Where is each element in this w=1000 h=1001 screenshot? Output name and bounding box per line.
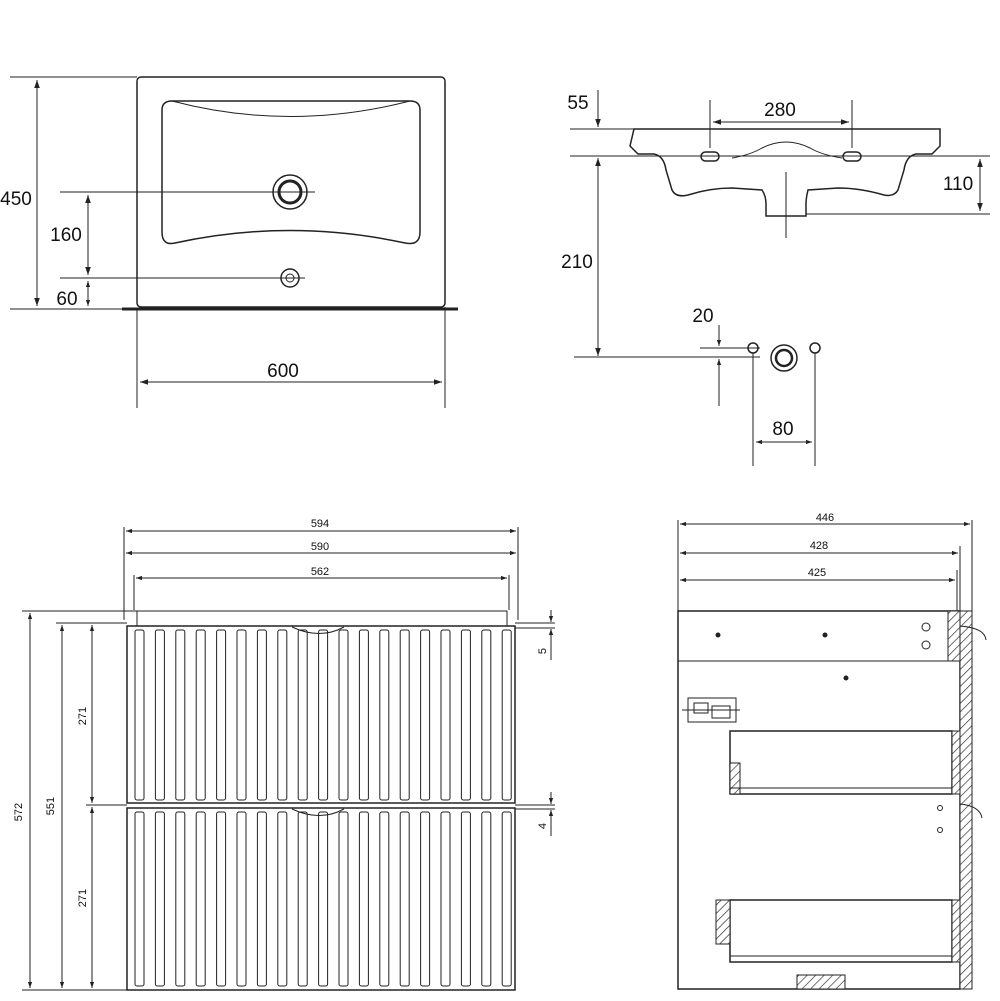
drawer-rib bbox=[175, 811, 186, 987]
drawer-rib bbox=[154, 811, 165, 987]
bowl-inner-curve bbox=[731, 141, 843, 159]
drawer-rib bbox=[481, 629, 492, 801]
wall-section bbox=[959, 610, 973, 990]
screw-dot bbox=[715, 632, 721, 638]
dim-gap-top-label: 5 bbox=[537, 648, 549, 654]
drawer-front-hatch bbox=[729, 762, 741, 795]
side-drawer-lower bbox=[729, 899, 953, 963]
basin-bowl bbox=[161, 100, 421, 245]
screw-dot bbox=[937, 827, 943, 833]
drawer-rib bbox=[236, 629, 247, 801]
dim-total-height-label: 572 bbox=[13, 803, 25, 821]
drawer-rib bbox=[318, 811, 329, 987]
drawer-rib bbox=[154, 629, 165, 801]
dim-hole-offset-label: 20 bbox=[692, 306, 713, 327]
wall-bracket-top bbox=[947, 610, 961, 662]
drawer-rib bbox=[358, 629, 369, 801]
drawer-rib bbox=[195, 629, 206, 801]
cabinet-front-view: 594 590 562 572 551 271 271 5 4 bbox=[13, 518, 555, 991]
drawer-rib bbox=[216, 629, 227, 801]
dim-inner-depth-label: 425 bbox=[808, 567, 826, 579]
drawer-rib bbox=[134, 811, 145, 987]
dim-gap-mid-label: 4 bbox=[537, 823, 549, 829]
drawer-rib bbox=[338, 811, 349, 987]
drain-pipe-outer bbox=[770, 344, 798, 372]
hinge-part bbox=[693, 702, 709, 714]
wall-fixing-curve bbox=[959, 625, 987, 641]
hinge-part bbox=[711, 705, 731, 719]
drawer-rib bbox=[440, 629, 451, 801]
screw-dot bbox=[843, 675, 849, 681]
dim-hole1-label: 160 bbox=[50, 225, 82, 246]
drawer-rib bbox=[277, 629, 288, 801]
dim-rim-label: 55 bbox=[567, 93, 588, 114]
dim-drain-height-label: 210 bbox=[561, 252, 593, 273]
drawer-rib bbox=[175, 629, 186, 801]
drawer-rib bbox=[256, 811, 267, 987]
drawer-rib bbox=[318, 629, 329, 801]
basin-side-view: 280 55 110 210 20 80 bbox=[561, 90, 990, 466]
cabinet-side-view: 446 428 425 bbox=[677, 512, 987, 990]
cabinet-top-slab bbox=[136, 610, 508, 627]
screw-dot bbox=[822, 632, 828, 638]
drawer-rib bbox=[420, 629, 431, 801]
drawer-rib bbox=[236, 811, 247, 987]
wall-fixing-curve bbox=[959, 803, 983, 819]
bolt-icon bbox=[921, 622, 931, 632]
drawer-top bbox=[126, 625, 516, 804]
fixing-hole-right bbox=[809, 342, 821, 354]
dim-depth-label: 450 bbox=[0, 189, 32, 210]
dim-body-depth-label: 428 bbox=[810, 540, 828, 552]
drawer-rib bbox=[256, 629, 267, 801]
drawer-rib bbox=[440, 811, 451, 987]
drawer-rib bbox=[481, 811, 492, 987]
drawer-rib bbox=[460, 629, 471, 801]
ribs-bottom bbox=[134, 811, 512, 987]
drawer-rib bbox=[297, 629, 308, 801]
drawer-rib bbox=[379, 811, 390, 987]
ribs-top bbox=[134, 629, 512, 801]
drain-pipe-icon bbox=[774, 348, 794, 368]
drawer-rib bbox=[399, 629, 410, 801]
dim-tap-spacing-label: 280 bbox=[764, 100, 796, 121]
bowl-shading-curve bbox=[171, 100, 411, 117]
bolt-icon bbox=[921, 640, 931, 650]
dim-drawer-top-label: 271 bbox=[77, 707, 89, 725]
dim-hole-spacing-label: 80 bbox=[772, 419, 793, 440]
drawer-rib bbox=[501, 629, 512, 801]
dim-drawer-bottom-label: 271 bbox=[77, 889, 89, 907]
dim-body-height-label: 551 bbox=[45, 797, 57, 815]
drawer-rib bbox=[358, 811, 369, 987]
plinth-hatch bbox=[796, 974, 846, 990]
dim-hole2-label: 60 bbox=[56, 289, 77, 310]
drawer-rib bbox=[501, 811, 512, 987]
drawer-rib bbox=[379, 629, 390, 801]
drawer-rib bbox=[338, 629, 349, 801]
drawer-rib bbox=[216, 811, 227, 987]
dim-overall-depth-label: 446 bbox=[816, 512, 834, 524]
drawer-rib bbox=[297, 811, 308, 987]
drawer-front-hatch bbox=[715, 899, 731, 945]
drawer-rib bbox=[195, 811, 206, 987]
drawer-rib bbox=[134, 629, 145, 801]
dim-bowl-depth-label: 110 bbox=[943, 174, 973, 195]
screw-dot bbox=[937, 805, 943, 811]
basin-top-view: 450 160 60 600 bbox=[0, 76, 458, 408]
dim-inner-width-label: 562 bbox=[311, 566, 329, 578]
drawer-rib bbox=[460, 811, 471, 987]
basin-section-profile bbox=[629, 128, 941, 217]
drawer-rib bbox=[420, 811, 431, 987]
dim-body-width-label: 590 bbox=[311, 541, 329, 553]
dim-overall-width-label: 594 bbox=[311, 518, 329, 530]
drawer-back-hatch bbox=[951, 730, 961, 795]
dim-width-label: 600 bbox=[267, 361, 299, 382]
drawer-bottom bbox=[126, 807, 516, 991]
side-drawer-upper bbox=[729, 730, 953, 795]
drawer-back-hatch bbox=[951, 899, 961, 963]
drawer-rib bbox=[277, 811, 288, 987]
drawer-rib bbox=[399, 811, 410, 987]
